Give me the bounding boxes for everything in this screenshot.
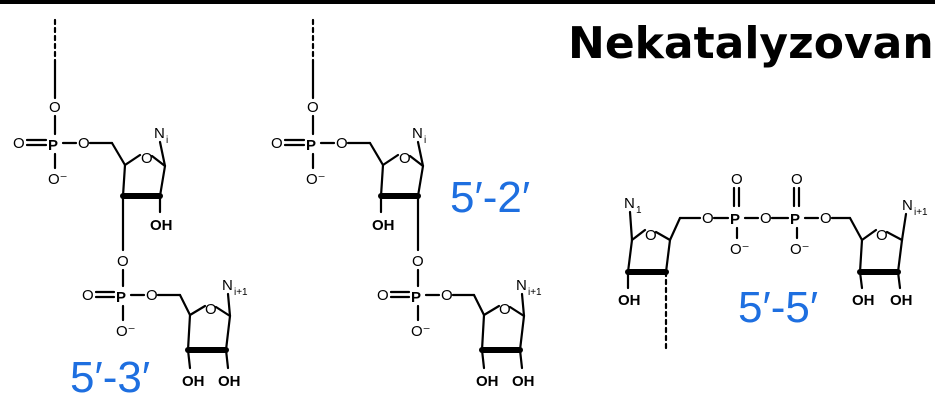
- atom-p: P: [411, 289, 421, 306]
- atom-o: O: [820, 210, 832, 227]
- atom-o: O: [412, 253, 424, 270]
- atom-o: O: [377, 287, 389, 304]
- atom-oh: OH: [182, 373, 205, 390]
- slide-title: Nekatalyzovaná: [568, 18, 935, 69]
- atom-o-minus: O⁻: [730, 241, 750, 258]
- structure-5-2: O P O O⁻ O O N i OH O P: [271, 18, 542, 390]
- atom-oh: OH: [890, 292, 913, 309]
- atom-oh: OH: [476, 373, 499, 390]
- atom-o: O: [760, 210, 772, 227]
- atom-o-minus: O⁻: [116, 323, 136, 340]
- atom-oh: OH: [218, 373, 241, 390]
- subscript: i+1: [528, 287, 542, 298]
- atom-p: P: [116, 289, 126, 306]
- atom-o: O: [791, 171, 803, 188]
- atom-o-minus: O⁻: [790, 241, 810, 258]
- atom-o: O: [499, 301, 511, 318]
- atom-o: O: [117, 253, 129, 270]
- atom-n: N: [412, 125, 423, 142]
- atom-o: O: [645, 227, 657, 244]
- atom-o: O: [146, 287, 158, 304]
- atom-o: O: [82, 287, 94, 304]
- atom-p: P: [48, 137, 58, 154]
- atom-o: O: [49, 99, 61, 116]
- atom-o-minus: O⁻: [306, 171, 326, 188]
- atom-o: O: [702, 210, 714, 227]
- atom-oh: OH: [150, 217, 173, 234]
- atom-n: N: [154, 125, 165, 142]
- structure-5-5: N 1 O OH O P O O⁻ O P O: [618, 171, 928, 354]
- atom-o-minus: O⁻: [48, 171, 68, 188]
- atom-o: O: [78, 135, 90, 152]
- linkage-label-5-2: 5′-2′: [450, 173, 531, 222]
- atom-p: P: [306, 137, 316, 154]
- atom-o: O: [441, 287, 453, 304]
- atom-oh: OH: [372, 217, 395, 234]
- linkage-label-5-5: 5′-5′: [738, 283, 819, 332]
- subscript: i: [166, 135, 168, 146]
- atom-oh: OH: [618, 292, 641, 309]
- atom-o: O: [271, 135, 283, 152]
- atom-o: O: [399, 150, 411, 167]
- atom-n: N: [902, 197, 913, 214]
- subscript: i+1: [234, 287, 248, 298]
- subscript: i: [424, 135, 426, 146]
- atom-n: N: [624, 195, 635, 212]
- structure-5-3: O P O O⁻ O O N i OH O P: [13, 18, 248, 390]
- atom-p: P: [730, 211, 740, 228]
- atom-n: N: [516, 277, 527, 294]
- atom-o: O: [731, 171, 743, 188]
- atom-o: O: [141, 150, 153, 167]
- atom-o: O: [13, 135, 25, 152]
- atom-o: O: [307, 99, 319, 116]
- atom-o: O: [205, 301, 217, 318]
- atom-oh: OH: [852, 292, 875, 309]
- top-rule: [0, 0, 935, 4]
- atom-p: P: [790, 211, 800, 228]
- atom-oh: OH: [512, 373, 535, 390]
- subscript: 1: [636, 205, 642, 216]
- subscript: i+1: [914, 207, 928, 218]
- atom-o-minus: O⁻: [411, 323, 431, 340]
- atom-o: O: [876, 227, 888, 244]
- atom-n: N: [222, 277, 233, 294]
- atom-o: O: [336, 135, 348, 152]
- linkage-label-5-3: 5′-3′: [70, 353, 151, 402]
